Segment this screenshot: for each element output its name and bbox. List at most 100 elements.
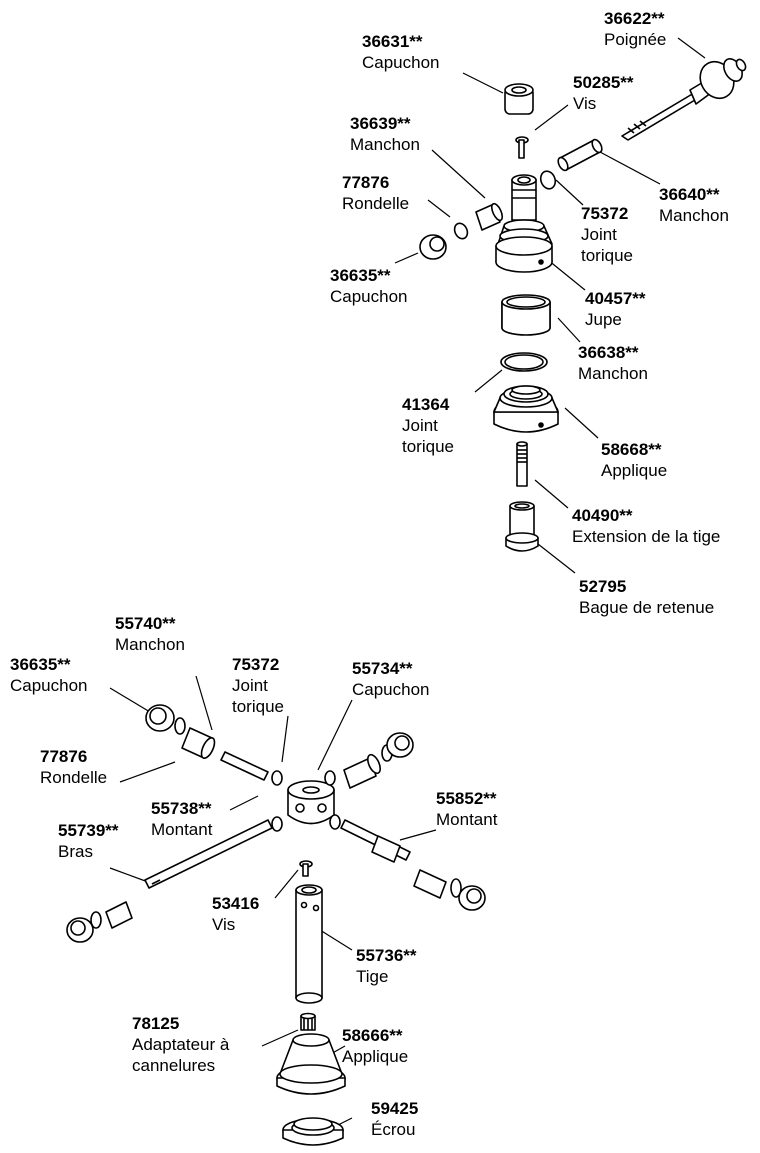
part-number: 36639**: [350, 114, 411, 133]
screw-top-part: [515, 136, 529, 159]
escutcheon-upper-part: [493, 385, 559, 433]
label-36635-upper: 36635** Capuchon: [330, 265, 408, 307]
part-number: 55739**: [58, 821, 119, 840]
part-name: Applique: [601, 461, 668, 480]
part-name: Vis: [573, 94, 597, 113]
part-number: 55736**: [356, 946, 417, 965]
label-77876-upper: 77876 Rondelle: [342, 172, 409, 214]
part-number: 36635**: [330, 266, 391, 285]
part-name: Montant: [151, 820, 213, 839]
sleeve-ring-part: [501, 294, 551, 336]
part-name: Montant: [436, 810, 498, 829]
label-52795: 52795 Bague de retenue: [579, 576, 714, 618]
label-55852: 55852** Montant: [436, 788, 497, 830]
part-name: Rondelle: [40, 768, 108, 787]
part-number: 50285**: [573, 73, 634, 92]
label-55738: 55738** Montant: [151, 798, 212, 840]
label-55740: 55740** Manchon: [115, 613, 185, 655]
part-number: 36622**: [604, 9, 665, 28]
part-name: Bras: [58, 842, 93, 861]
nut-part: [282, 1117, 344, 1146]
part-number: 58666**: [342, 1026, 403, 1045]
escutcheon-lower-part: [276, 1033, 346, 1095]
part-name: Adaptateur à cannelures: [132, 1035, 230, 1075]
oring-large-part: [500, 352, 548, 372]
part-number: 59425: [371, 1099, 419, 1118]
part-name: Joint torique: [581, 225, 633, 265]
label-40490: 40490** Extension de la tige: [572, 505, 720, 547]
stem-tube-part: [295, 884, 323, 1004]
label-36631: 36631** Capuchon: [362, 31, 440, 73]
part-name: Manchon: [115, 635, 185, 654]
retaining-ring-part: [505, 501, 539, 552]
part-number: 53416: [212, 894, 260, 913]
label-36640: 36640** Manchon: [659, 184, 729, 226]
part-name: Manchon: [578, 364, 648, 383]
part-number: 58668**: [601, 440, 662, 459]
part-number: 55738**: [151, 799, 212, 818]
cap-left-upper-part: [419, 234, 447, 260]
part-name: Vis: [212, 915, 236, 934]
valve-body-part: [495, 174, 553, 273]
label-53416: 53416 Vis: [212, 893, 259, 935]
oring-upper-part: [539, 170, 557, 190]
handle-part: [621, 58, 747, 141]
label-55739: 55739** Bras: [58, 820, 119, 862]
part-number: 36631**: [362, 32, 423, 51]
part-number: 52795: [579, 577, 627, 596]
part-name: Manchon: [659, 206, 729, 225]
label-36622: 36622** Poignée: [604, 8, 666, 50]
arm-upper-right-part: [324, 732, 414, 789]
label-55736: 55736** Tige: [356, 945, 417, 987]
part-number: 55734**: [352, 659, 413, 678]
label-55734: 55734** Capuchon: [352, 658, 430, 700]
part-name: Écrou: [371, 1120, 416, 1139]
part-number: 55852**: [436, 789, 497, 808]
part-name: Capuchon: [330, 287, 408, 306]
part-number: 75372: [232, 655, 280, 674]
sleeve-left-part: [475, 202, 504, 231]
sleeve-right-part: [557, 138, 603, 172]
arm-lower-right-part: [329, 814, 486, 911]
part-number: 77876: [342, 173, 390, 192]
label-36639: 36639** Manchon: [350, 113, 420, 155]
part-number: 41364: [402, 395, 450, 414]
part-name: Poignée: [604, 30, 667, 49]
part-number: 40457**: [585, 289, 646, 308]
part-number: 78125: [132, 1014, 180, 1033]
part-number: 55740**: [115, 614, 176, 633]
label-75372-upper: 75372 Joint torique: [581, 203, 651, 266]
part-name: Manchon: [350, 135, 420, 154]
arm-lower-left-part: [66, 816, 283, 943]
label-50285: 50285** Vis: [573, 72, 634, 114]
label-40457: 40457** Jupe: [585, 288, 646, 330]
label-77876-lower: 77876 Rondelle: [40, 746, 107, 788]
part-number: 36640**: [659, 185, 720, 204]
label-58666: 58666** Applique: [342, 1025, 408, 1067]
label-41364: 41364 Joint torique: [402, 394, 472, 457]
part-name: Applique: [342, 1047, 409, 1066]
label-36635-lower: 36635** Capuchon: [10, 654, 88, 696]
cap-top-part: [504, 83, 534, 115]
part-name: Bague de retenue: [579, 598, 715, 617]
stem-extension-part: [516, 441, 528, 487]
arm-upper-left-part: [145, 704, 283, 786]
part-name: Capuchon: [10, 676, 88, 695]
part-name: Tige: [356, 967, 389, 986]
part-name: Rondelle: [342, 194, 410, 213]
label-75372-lower: 75372 Joint torique: [232, 654, 302, 717]
upper-leader-lines: [394, 37, 706, 574]
part-number: 36638**: [578, 343, 639, 362]
label-36638: 36638** Manchon: [578, 342, 648, 384]
part-name: Capuchon: [352, 680, 430, 699]
part-number: 75372: [581, 204, 629, 223]
part-number: 40490**: [572, 506, 633, 525]
label-59425: 59425 Écrou: [371, 1098, 418, 1140]
label-78125: 78125 Adaptateur à cannelures: [132, 1013, 262, 1076]
part-name: Capuchon: [362, 53, 440, 72]
screw-lower-part: [299, 860, 313, 877]
part-name: Jupe: [585, 310, 622, 329]
part-number: 36635**: [10, 655, 71, 674]
spline-adapter-part: [300, 1012, 316, 1031]
